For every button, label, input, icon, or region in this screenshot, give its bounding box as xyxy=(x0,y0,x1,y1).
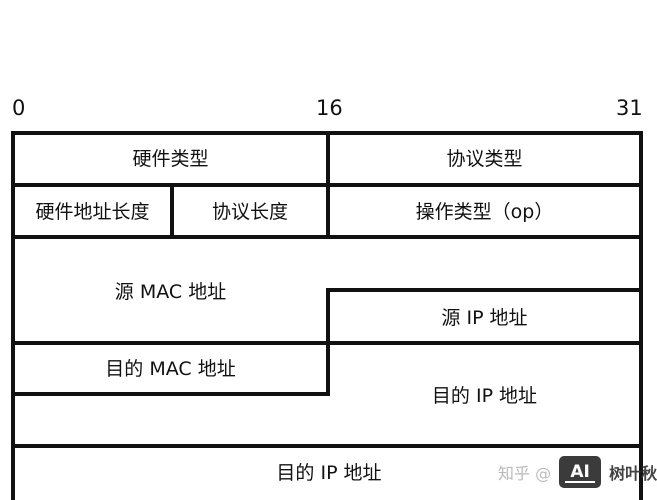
field-dst-ip-bottom: 目的 IP 地址 xyxy=(276,462,382,484)
field-protocol-len: 协议长度 xyxy=(211,201,288,223)
mid-divider-lower xyxy=(326,288,330,396)
field-hardware-type: 硬件类型 xyxy=(132,148,209,170)
watermark-brand: 树叶秋 xyxy=(609,464,657,483)
bit-label-0: 0 xyxy=(12,96,26,120)
field-dst-ip-upper: 目的 IP 地址 xyxy=(431,385,538,407)
field-hardware-addr-len: 硬件地址长度 xyxy=(35,201,150,223)
dst-mac-bottom-divider xyxy=(11,392,330,396)
field-src-mac: 源 MAC 地址 xyxy=(114,281,227,303)
src-ip-top-divider xyxy=(326,288,643,292)
bit-label-31: 31 xyxy=(616,96,643,120)
bit-label-16: 16 xyxy=(316,96,343,120)
watermark: 知乎 @ AI 树叶秋 xyxy=(498,456,657,488)
field-protocol-type: 协议类型 xyxy=(446,148,523,170)
field-operation: 操作类型（op） xyxy=(415,201,554,223)
field-dst-mac: 目的 MAC 地址 xyxy=(105,358,236,380)
watermark-logo-icon: AI xyxy=(559,456,602,488)
mid-divider-top xyxy=(326,131,330,239)
bottom-row-divider xyxy=(11,444,643,448)
watermark-site: 知乎 @ xyxy=(498,464,552,483)
field-src-ip: 源 IP 地址 xyxy=(441,307,528,329)
quarter-divider xyxy=(170,183,174,239)
